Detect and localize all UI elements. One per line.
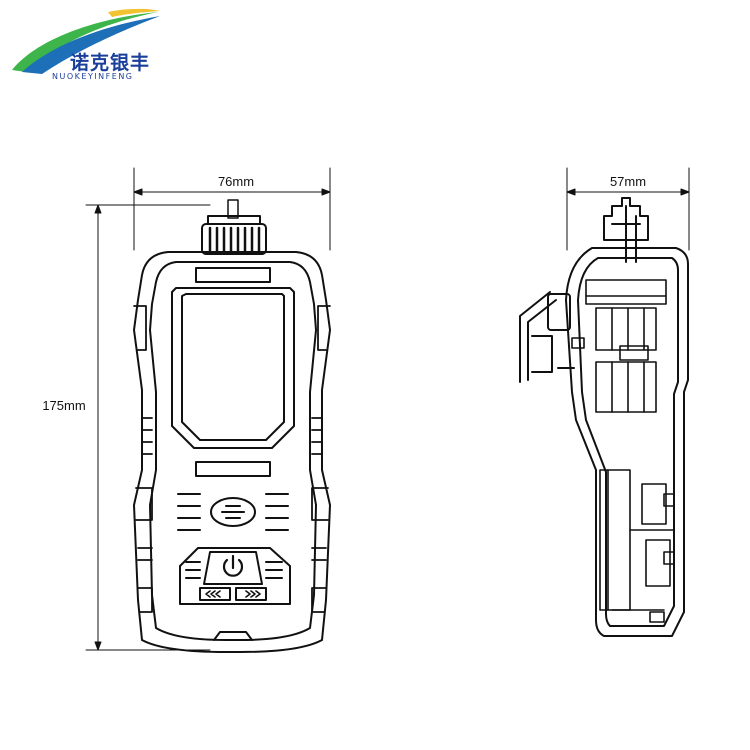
knurled-cap: [201, 223, 267, 255]
front-body-inner: [149, 261, 317, 641]
internal-components: [571, 279, 675, 623]
nozzle-cap-top: [207, 215, 261, 225]
depth-label: 57mm: [610, 174, 646, 189]
brand-name-en: NUOKEYINFENG: [52, 72, 134, 81]
power-icon: [222, 554, 244, 577]
side-grips: [133, 305, 331, 613]
keypad: [179, 547, 291, 605]
width-dimension: [133, 167, 331, 251]
screen-bezel: [171, 287, 295, 449]
logo-swoosh-icon: [12, 8, 160, 74]
alarm-led-icon: [210, 497, 256, 527]
right-key-lines: [265, 561, 283, 579]
front-view: [133, 199, 331, 653]
mid-label-slot: [195, 461, 271, 477]
right-arrow-key: [235, 587, 267, 601]
front-body-outline: [133, 251, 331, 653]
depth-dimension: [566, 167, 690, 251]
power-key: [203, 551, 263, 585]
side-body-inner: [577, 257, 679, 627]
bottom-port: [213, 631, 253, 641]
rewind-icon: [205, 590, 221, 598]
left-key-lines: [185, 561, 201, 579]
side-view: [519, 197, 689, 637]
forward-icon: [245, 590, 261, 598]
belt-clip: [519, 291, 575, 383]
side-top-fitting: [603, 197, 649, 263]
left-arrow-key: [199, 587, 231, 601]
display-screen: [181, 293, 285, 441]
brand-name-cn: 诺克银丰: [70, 52, 151, 74]
side-body-outline: [565, 247, 689, 637]
width-label: 76mm: [218, 174, 254, 189]
top-label-slot: [195, 267, 271, 283]
brand-logo: 诺克银丰 NUOKEYINFENG: [8, 8, 178, 83]
speaker-grille: [177, 493, 289, 531]
height-dimension: [85, 204, 211, 651]
gas-inlet-nozzle: [227, 199, 239, 219]
height-label: 175mm: [42, 398, 85, 413]
